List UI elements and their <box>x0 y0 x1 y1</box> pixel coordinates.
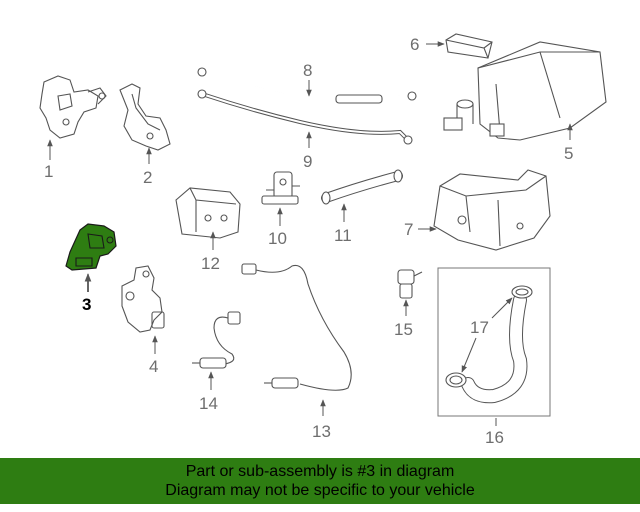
part-9-hose[interactable] <box>197 89 413 145</box>
part-8-hose[interactable] <box>197 67 417 104</box>
callout-11: 11 <box>334 226 352 245</box>
part-1-sensor[interactable] <box>39 75 107 139</box>
callout-9: 9 <box>303 152 312 171</box>
part-4-sensor[interactable] <box>121 265 165 333</box>
part-3-sensor-highlighted[interactable] <box>65 223 117 271</box>
leader-17a <box>491 297 513 319</box>
callout-2: 2 <box>143 168 152 187</box>
part-6-filter[interactable] <box>445 33 493 59</box>
part-15-valve[interactable] <box>397 269 423 299</box>
part-info-line: Part or sub-assembly is #3 in diagram <box>185 463 455 480</box>
callout-1: 1 <box>44 162 53 181</box>
part-13-oxygen-sensor[interactable] <box>241 263 352 391</box>
callout-3: 3 <box>82 295 91 314</box>
part-info-banner: Part or sub-assembly is #3 in diagram Di… <box>0 458 640 504</box>
callout-15: 15 <box>394 320 413 339</box>
parts-diagram: 1 2 3 4 5 6 <box>39 33 607 447</box>
callout-4: 4 <box>149 357 158 376</box>
leader-17b <box>461 337 477 373</box>
part-11-hose[interactable] <box>321 169 403 205</box>
callout-8: 8 <box>303 61 312 80</box>
part-14-oxygen-sensor[interactable] <box>192 311 241 369</box>
callout-5: 5 <box>564 144 573 163</box>
part-17-clamps[interactable] <box>445 285 533 388</box>
part-7-tray[interactable] <box>433 169 551 251</box>
part-16-hose-assembly[interactable] <box>437 267 551 417</box>
callout-17: 17 <box>470 318 489 337</box>
callout-12: 12 <box>201 254 220 273</box>
callout-16: 16 <box>485 428 504 447</box>
callout-6: 6 <box>410 35 419 54</box>
disclaimer-line: Diagram may not be specific to your vehi… <box>165 482 475 499</box>
callout-7: 7 <box>404 220 413 239</box>
callout-14: 14 <box>199 394 218 413</box>
callout-13: 13 <box>312 422 331 441</box>
callout-10: 10 <box>268 229 287 248</box>
part-10-valve[interactable] <box>261 171 300 205</box>
part-5-canister[interactable] <box>443 41 607 141</box>
part-12-module[interactable] <box>175 187 241 239</box>
part-2-heat-shield[interactable] <box>119 83 171 151</box>
